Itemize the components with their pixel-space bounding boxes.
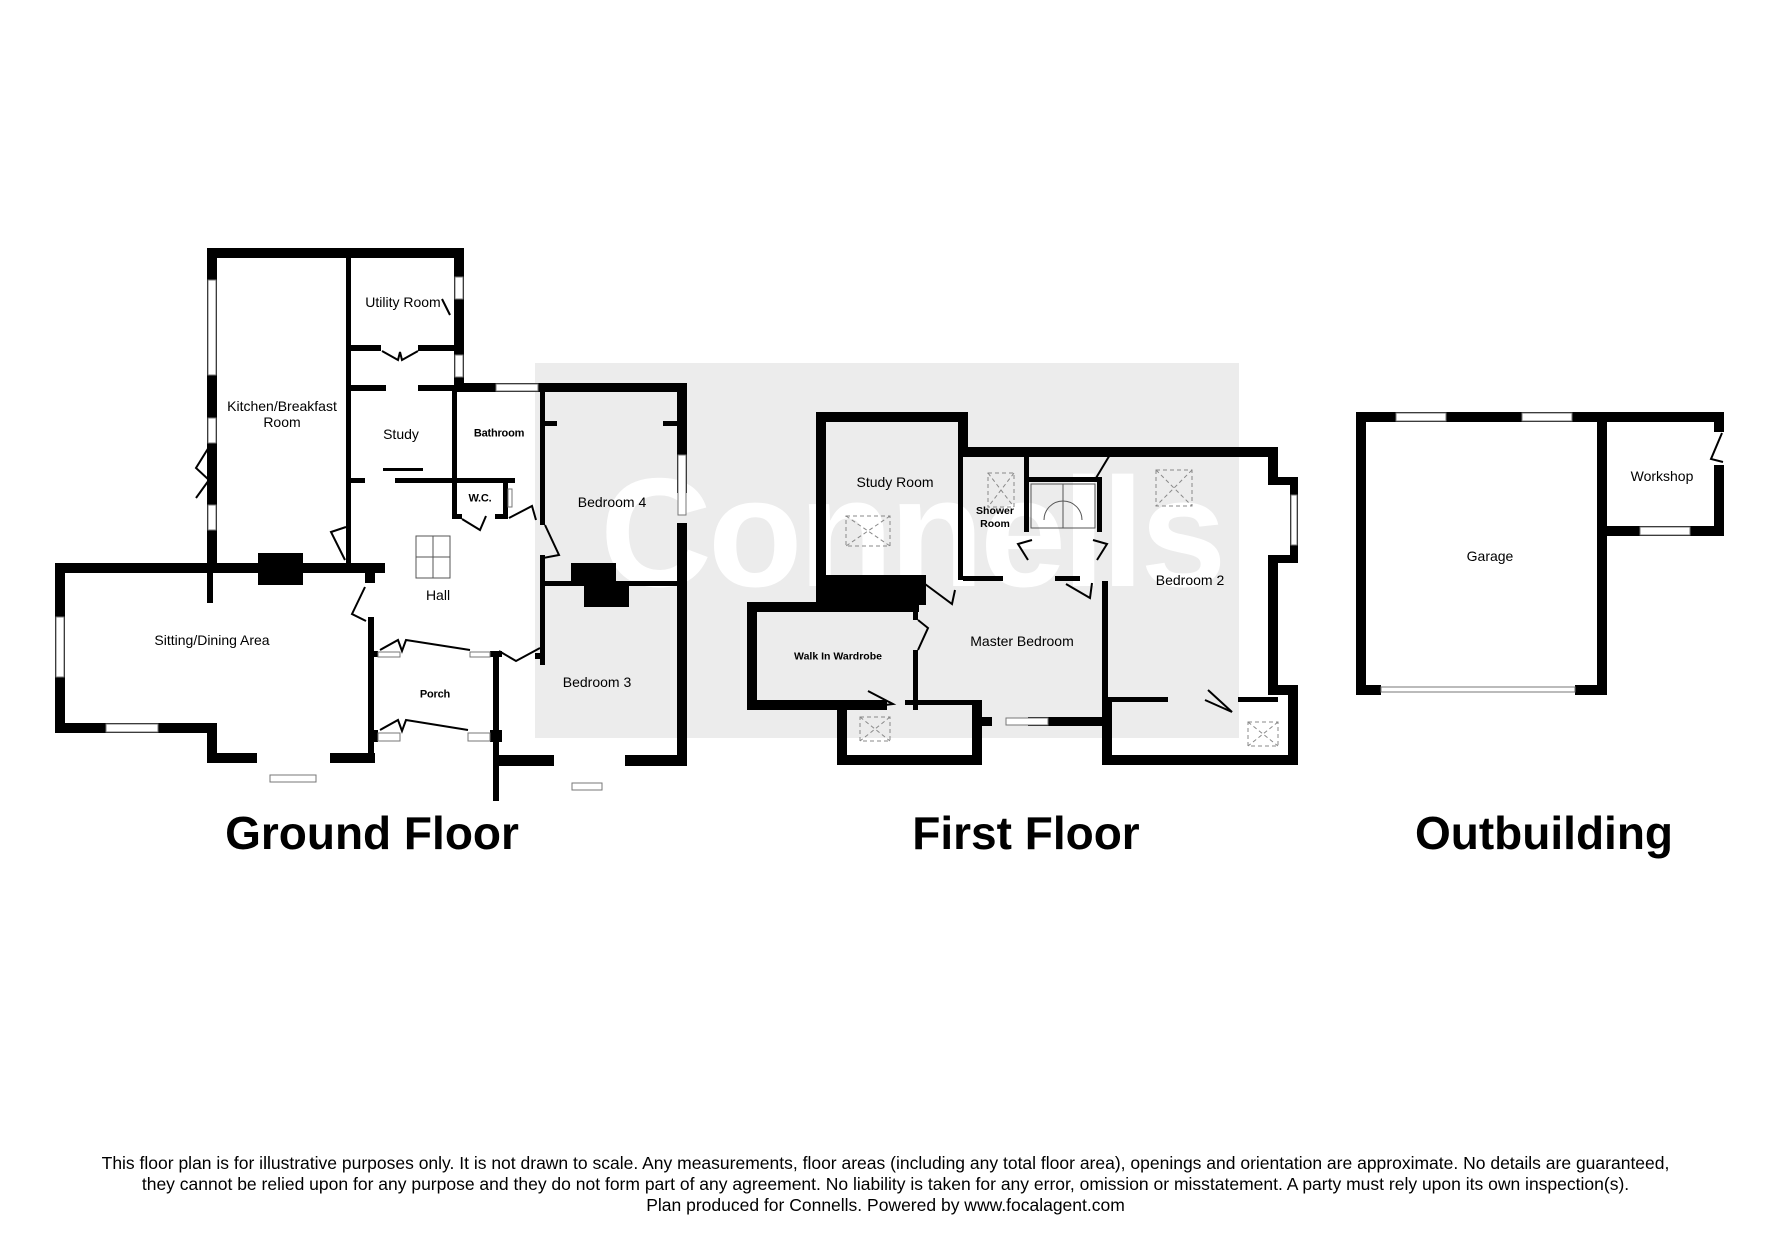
room-label-bedroom-4: Bedroom 4 [577, 494, 647, 510]
disclaimer: This floor plan is for illustrative purp… [0, 1153, 1771, 1216]
room-label-workshop: Workshop [1630, 468, 1694, 484]
room-label-utility: Utility Room [365, 294, 441, 310]
room-label-hall: Hall [425, 587, 451, 603]
floor-title-outbuilding: Outbuilding [1414, 807, 1674, 859]
room-label-study-room: Study Room [856, 474, 934, 490]
room-label-bedroom-3: Bedroom 3 [562, 674, 632, 690]
disclaimer-line-1: This floor plan is for illustrative purp… [101, 1153, 1670, 1173]
room-label-shower-room: Shower Room [976, 505, 1014, 531]
watermark-panel [535, 363, 1239, 738]
room-label-line: Shower [976, 505, 1014, 517]
disclaimer-line-3: Plan produced for Connells. Powered by w… [646, 1195, 1125, 1215]
room-label-bathroom: Bathroom [473, 427, 525, 440]
room-label-bedroom-2: Bedroom 2 [1155, 572, 1225, 588]
disclaimer-line-2: they cannot be relied upon for any purpo… [141, 1174, 1630, 1194]
room-label-sitting-dining: Sitting/Dining Area [154, 632, 270, 648]
floor-title-ground: Ground Floor [225, 807, 519, 859]
room-label-porch: Porch [419, 688, 451, 701]
room-label-kitchen: Kitchen/Breakfast Room [227, 398, 337, 430]
room-label-walk-in-wardrobe: Walk In Wardrobe [794, 650, 882, 663]
room-label-line: Kitchen/Breakfast [227, 398, 337, 414]
room-label-master-bedroom: Master Bedroom [970, 633, 1074, 649]
floor-title-first: First Floor [912, 807, 1140, 859]
room-label-line: Room [263, 414, 301, 430]
room-label-wc: W.C. [468, 492, 492, 505]
room-label-garage: Garage [1466, 548, 1514, 564]
room-label-study: Study [383, 426, 419, 442]
room-label-line: Room [980, 518, 1010, 530]
